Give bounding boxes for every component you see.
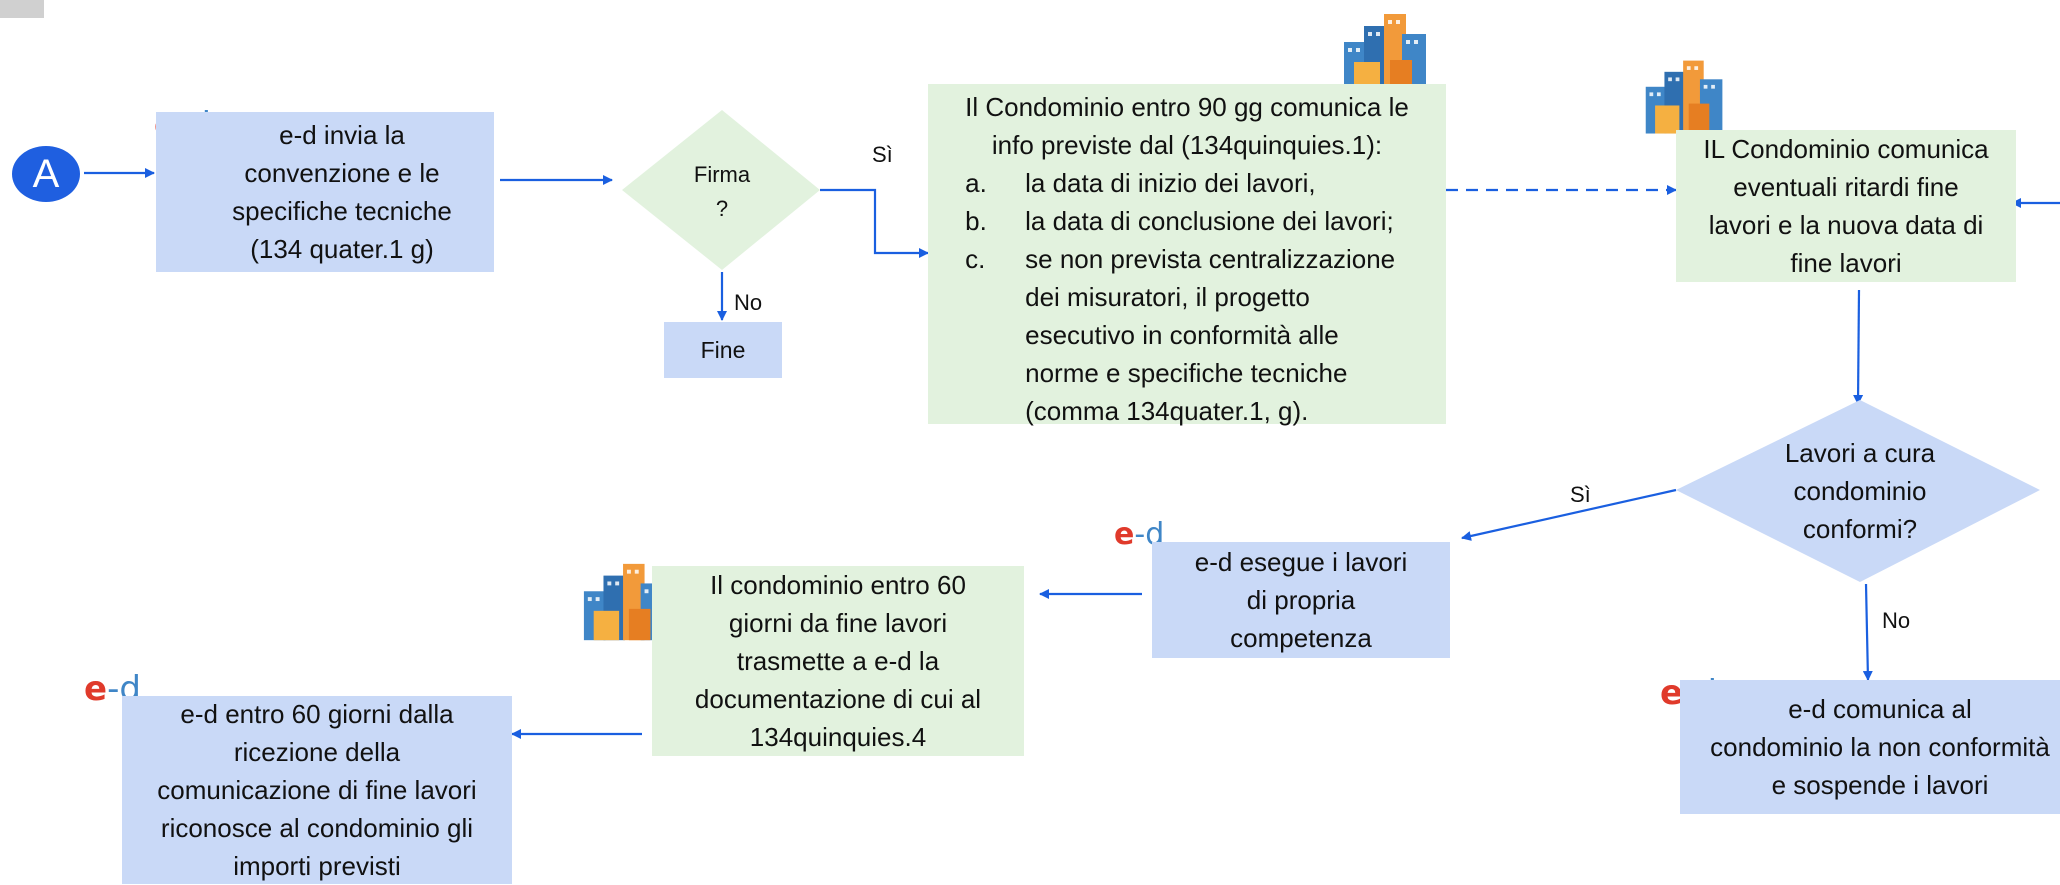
buildings-icon xyxy=(1645,60,1723,134)
firma-decision-label: Firma? xyxy=(693,162,751,221)
ed-riconosce-box: e-d entro 60 giorni dalla ricezione dell… xyxy=(122,696,512,884)
ed-invia-box: e-d invia la convenzione e le specifiche… xyxy=(156,112,494,272)
firma-decision-shape xyxy=(622,110,820,270)
corner-marker xyxy=(0,0,44,18)
condominio-ritardi-box: IL Condominio comunica eventuali ritardi… xyxy=(1676,130,2016,282)
list-item: a. la data di inizio dei lavori, xyxy=(965,168,1316,198)
conformi-no-label: No xyxy=(1882,608,1911,633)
condominio-90gg-box: Il Condominio entro 90 gg comunica le in… xyxy=(928,84,1446,426)
list-item: b. la data di conclusione dei lavori; xyxy=(965,206,1394,236)
ed-esegue-box: e-d esegue i lavori di propria competenz… xyxy=(1152,542,1450,658)
list-item: c. se non prevista centralizzazione dei … xyxy=(965,244,1396,426)
conformi-decision-label: Lavori a cura condominio conformi? xyxy=(1784,438,1936,544)
arrow-ritardi-to-conformi xyxy=(1853,289,1864,405)
arrow-conformi-no xyxy=(1862,583,1873,681)
conformi-decision-shape xyxy=(1676,400,2040,582)
ed-comunica-box: e-d comunica al condominio la non confor… xyxy=(1680,680,2060,814)
fine-box: Fine xyxy=(664,322,782,378)
firma-yes-label: Sì xyxy=(872,142,893,167)
conformi-yes-label: Sì xyxy=(1570,482,1591,507)
arrow-firma-yes xyxy=(820,188,929,258)
start-label: A xyxy=(32,152,60,196)
start-circle: A xyxy=(12,146,80,202)
buildings-icon xyxy=(1344,14,1426,92)
arrow-conformi-yes xyxy=(1461,488,1677,541)
condominio-60gg-box: Il condominio entro 60 giorni da fine la… xyxy=(652,566,1024,756)
firma-no-label: No xyxy=(734,290,763,315)
